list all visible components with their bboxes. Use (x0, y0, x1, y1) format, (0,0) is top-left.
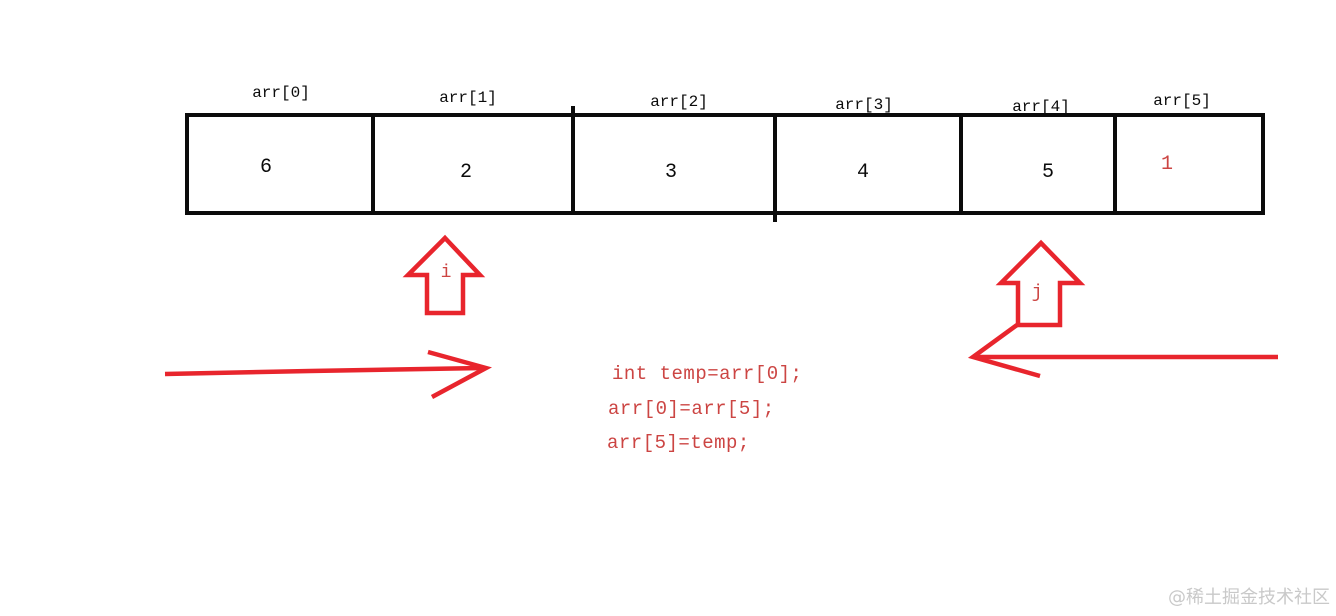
array-box (185, 113, 1265, 215)
array-value-0: 6 (259, 156, 273, 179)
cell-divider-2 (571, 106, 575, 215)
pointer-i-label: i (440, 263, 452, 283)
right-arrow-shaft (164, 365, 484, 377)
array-index-label-2: arr[2] (650, 93, 708, 111)
array-index-label-5: arr[5] (1153, 92, 1211, 110)
array-index-label-4: arr[4] (1012, 98, 1070, 116)
cell-divider-4 (959, 113, 963, 215)
array-index-label-1: arr[1] (439, 89, 497, 107)
array-value-5-swapped: 1 (1160, 153, 1174, 176)
array-value-3: 4 (856, 161, 870, 184)
array-index-label-3: arr[3] (835, 96, 893, 114)
array-value-1: 2 (459, 161, 473, 184)
cell-divider-1 (371, 113, 375, 215)
watermark-text: @稀土掘金技术社区 (1168, 587, 1330, 608)
code-line-2: arr[0]=arr[5]; (608, 398, 775, 420)
code-line-1: int temp=arr[0]; (612, 363, 803, 385)
code-line-3: arr[5]=temp; (607, 432, 750, 454)
array-value-2: 3 (664, 161, 678, 184)
cell-divider-3 (773, 113, 777, 222)
array-index-label-0: arr[0] (252, 84, 310, 102)
pointer-j-label: j (1031, 283, 1043, 303)
cell-divider-5 (1113, 113, 1117, 215)
array-value-4: 5 (1041, 161, 1055, 184)
left-arrow-head-icon (967, 323, 1041, 379)
right-arrow-head-icon (427, 349, 493, 399)
